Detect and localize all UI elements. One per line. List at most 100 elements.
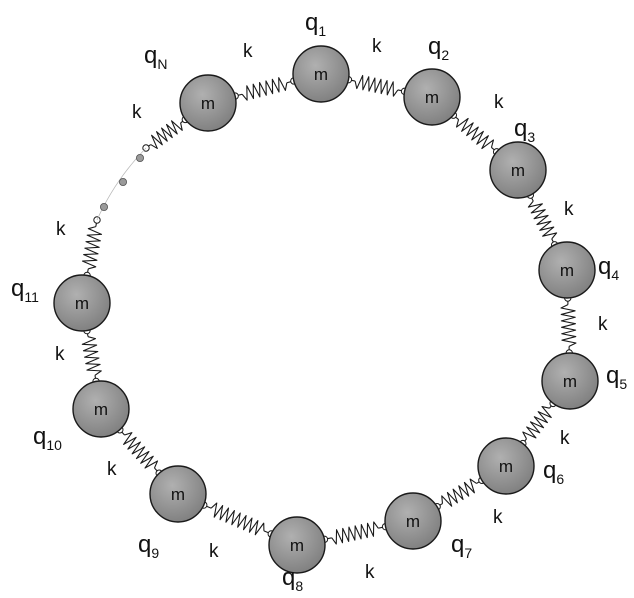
mass-4: m (538, 241, 596, 299)
spring-lead (237, 93, 243, 96)
spring-lead (263, 530, 269, 534)
spring-lead (86, 333, 89, 337)
mass-label: m (75, 294, 89, 313)
spring-coil (123, 432, 159, 469)
mass-body (477, 437, 535, 495)
spring-constant-label: k (132, 102, 142, 123)
spring-4 (526, 191, 559, 249)
spring-lead (206, 505, 212, 509)
mass-body (403, 68, 461, 126)
mass-label: m (563, 372, 577, 391)
spring-lead (154, 467, 158, 472)
coordinate-label-q1: q1 (305, 9, 326, 39)
spring-constant-label: k (560, 428, 570, 449)
spring-coil (150, 120, 183, 149)
spring-coil (81, 226, 103, 270)
ellipsis-dot (119, 177, 128, 186)
coordinate-label-q2: q2 (428, 33, 449, 63)
mass-label: m (201, 94, 215, 113)
coordinate-label-q3: q3 (514, 115, 535, 145)
spring-lead (95, 222, 98, 227)
spring-12 (81, 216, 103, 280)
spring-lead (524, 438, 527, 442)
spring-constant-label: k (598, 314, 608, 335)
spring-lead (148, 144, 152, 147)
mass-body (149, 465, 207, 523)
mass-body (179, 74, 237, 132)
spring-lead (439, 503, 443, 506)
spring-coil (241, 77, 288, 101)
springs-layer (81, 74, 577, 545)
spring-coil (522, 405, 552, 440)
spring-13 (142, 115, 190, 152)
spring-constant-label: k (243, 41, 253, 62)
spring-5 (560, 294, 577, 357)
mass-label: m (425, 88, 439, 107)
spring-lead (94, 375, 97, 379)
coordinate-label-q5: q5 (606, 362, 627, 392)
mass-11: m (53, 274, 111, 332)
spring-coil (81, 336, 102, 376)
spring-lead (491, 147, 495, 151)
mass-body (489, 141, 547, 199)
mass-body (53, 274, 111, 332)
spring-lead (397, 89, 402, 92)
spring-lead (476, 481, 480, 484)
mass-3: m (489, 141, 547, 199)
mass-N: m (179, 74, 237, 132)
spring-lead (286, 81, 292, 84)
mass-label: m (94, 400, 108, 419)
ellipsis-gap (96, 147, 147, 221)
mass-body (541, 352, 599, 410)
spring-lead (180, 120, 184, 124)
spring-coil (441, 478, 477, 507)
spring-lead (531, 197, 534, 202)
mass-label: m (511, 161, 525, 180)
coordinate-label-q7: q7 (451, 531, 472, 561)
ellipsis-dot (100, 202, 109, 211)
spring-lead (351, 79, 356, 82)
spring-constant-label: k (372, 36, 382, 57)
spring-lead (455, 116, 459, 120)
coordinate-label-q9: q9 (138, 531, 159, 561)
spring-lead (551, 238, 554, 243)
spring-6 (519, 399, 557, 448)
spring-7 (433, 476, 486, 511)
coordinate-label-q8: q8 (282, 564, 303, 594)
mass-body (268, 516, 326, 574)
coordinate-label-q4: q4 (598, 253, 619, 283)
spring-1 (231, 77, 298, 101)
mass-6: m (477, 437, 535, 495)
spring-9 (200, 501, 275, 538)
spring-11 (81, 326, 102, 386)
spring-constant-label: k (494, 92, 504, 113)
spring-lead (378, 526, 383, 529)
mass-label: m (560, 261, 574, 280)
mass-8: m (268, 516, 326, 574)
mass-body (72, 380, 130, 438)
mass-label: m (499, 457, 513, 476)
spring-constant-label: k (56, 219, 66, 240)
mass-body (384, 492, 442, 550)
mass-10: m (72, 380, 130, 438)
mass-label: m (290, 536, 304, 555)
spring-lead (121, 431, 125, 436)
spring-coil (331, 521, 379, 545)
spring-coil (455, 117, 495, 150)
mass-9: m (149, 465, 207, 523)
spring-coil (354, 74, 399, 97)
mass-body (292, 45, 350, 103)
spring-coil (560, 304, 577, 347)
spring-constant-label: k (107, 459, 117, 480)
mass-body (538, 241, 596, 299)
spring-3 (449, 111, 501, 156)
spring-coil (527, 200, 558, 240)
ellipsis-dot (135, 153, 144, 162)
spring-lead (549, 405, 552, 409)
spring-constant-label: k (493, 507, 503, 528)
spring-10 (116, 426, 163, 477)
mass-label: m (314, 65, 328, 84)
mass-5: m (541, 352, 599, 410)
